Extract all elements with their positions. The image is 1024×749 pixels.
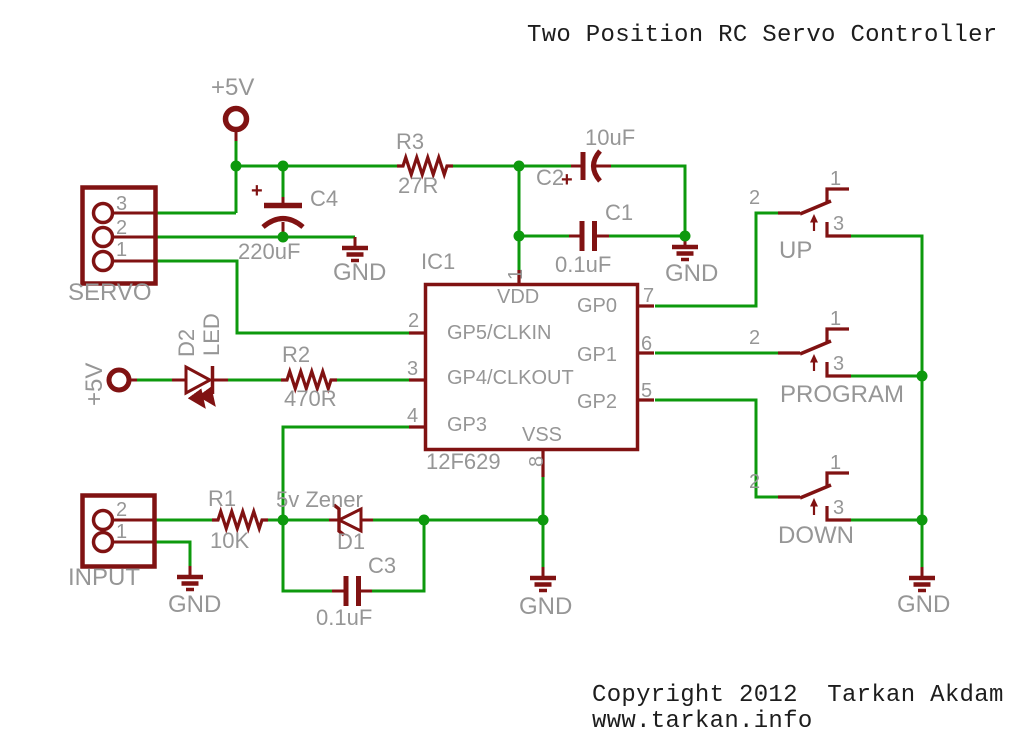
capacitor-c2-symbol	[571, 149, 611, 183]
r1-name: R1	[208, 486, 237, 511]
ic1-pin3-number: 3	[407, 358, 419, 380]
ic1-gp2-label: GP2	[577, 391, 618, 413]
c4-value: 220uF	[238, 239, 301, 264]
r2-value: 470R	[284, 386, 337, 411]
c3-value: 0.1uF	[316, 605, 373, 630]
ic1-pin5-number: 5	[641, 380, 653, 402]
ic1-gp5-label: GP5/CLKIN	[447, 322, 552, 344]
input-connector-symbol	[80, 493, 157, 569]
ic1-pin8-number: 8	[526, 455, 548, 467]
switch-program-label: PROGRAM	[780, 381, 905, 408]
vcc-terminal-led	[106, 367, 137, 393]
servo-pin3-number: 3	[116, 193, 128, 215]
gnd-servo	[342, 237, 368, 261]
gnd-input	[177, 566, 203, 590]
ic1-vss-label: VSS	[522, 424, 563, 446]
resistor-r1-symbol	[210, 509, 270, 531]
r3-name: R3	[396, 129, 425, 154]
input-pin1-number: 1	[116, 521, 128, 543]
ic1-gp4-label: GP4/CLKOUT	[447, 367, 574, 389]
gnd-vss	[530, 567, 556, 591]
ic1-gp3-label: GP3	[447, 414, 488, 436]
input-connector-label: INPUT	[68, 564, 140, 591]
ic1-part-number: 12F629	[426, 449, 501, 474]
ic1-vdd-label: VDD	[497, 286, 540, 308]
ic1-symbol	[409, 270, 654, 477]
servo-connector-symbol	[80, 185, 158, 286]
gnd-label-servo: GND	[333, 259, 387, 286]
c4-plus-mark: +	[251, 180, 263, 202]
c1-name: C1	[605, 200, 634, 225]
switch-down-pin2: 2	[749, 471, 761, 493]
c2-plus-mark: +	[561, 169, 573, 191]
ic1-pin6-number: 6	[641, 333, 653, 355]
switch-down-pin1: 1	[830, 452, 842, 474]
website-text: www.tarkan.info	[592, 708, 813, 735]
ic1-gp0-label: GP0	[577, 295, 618, 317]
r2-name: R2	[282, 342, 311, 367]
ic1-pin1-number: 1	[505, 268, 527, 280]
servo-pin2-number: 2	[116, 217, 128, 239]
ic1-designator: IC1	[421, 249, 456, 274]
switch-program-pin3: 3	[833, 353, 845, 375]
gnd-buttons	[909, 567, 935, 591]
switch-up-label: UP	[779, 237, 813, 264]
switch-program-pin1: 1	[830, 308, 842, 330]
capacitor-c3-symbol	[332, 576, 372, 606]
vcc-terminal-top	[222, 105, 250, 141]
d1-value: 5v Zener	[276, 487, 363, 512]
switch-up-pin1: 1	[830, 168, 842, 190]
c4-name: C4	[310, 186, 339, 211]
switch-down-label: DOWN	[778, 522, 854, 549]
servo-pin1-number: 1	[116, 239, 128, 261]
junction-dots	[230, 160, 928, 526]
r3-value: 27R	[398, 173, 439, 198]
switch-up-pin2: 2	[749, 187, 761, 209]
schematic-title: Two Position RC Servo Controller	[527, 22, 998, 49]
gnd-label-vss: GND	[519, 593, 573, 620]
zener-d1-symbol	[329, 503, 373, 537]
vcc-label-top: +5V	[211, 74, 255, 101]
c3-name: C3	[368, 553, 397, 578]
switch-down-pin3: 3	[833, 497, 845, 519]
gnd-label-input: GND	[168, 591, 222, 618]
wires	[136, 140, 924, 593]
d2-value: LED	[199, 313, 224, 356]
input-pin2-number: 2	[116, 499, 128, 521]
gnd-label-buttons: GND	[897, 591, 951, 618]
resistor-r3-symbol	[395, 155, 455, 177]
ic1-gp1-label: GP1	[577, 344, 618, 366]
switch-program-pin2: 2	[749, 327, 761, 349]
c2-name: C2	[536, 165, 565, 190]
c2-value: 10uF	[585, 125, 636, 150]
c1-value: 0.1uF	[555, 252, 612, 277]
gnd-label-c1: GND	[665, 260, 719, 287]
capacitor-c1-symbol	[569, 221, 609, 251]
vcc-label-led: +5V	[81, 362, 108, 406]
d1-name: D1	[337, 529, 366, 554]
r1-value: 10K	[210, 528, 250, 553]
ic1-pin4-number: 4	[407, 405, 419, 427]
ic1-pin2-number: 2	[408, 310, 420, 332]
d2-name: D2	[174, 328, 199, 357]
switch-up-pin3: 3	[833, 213, 845, 235]
led-d2-symbol	[172, 364, 228, 409]
servo-connector-label: SERVO	[68, 279, 152, 306]
copyright-text: Copyright 2012 Tarkan Akdam	[592, 682, 1004, 709]
ic1-pin7-number: 7	[643, 285, 655, 307]
